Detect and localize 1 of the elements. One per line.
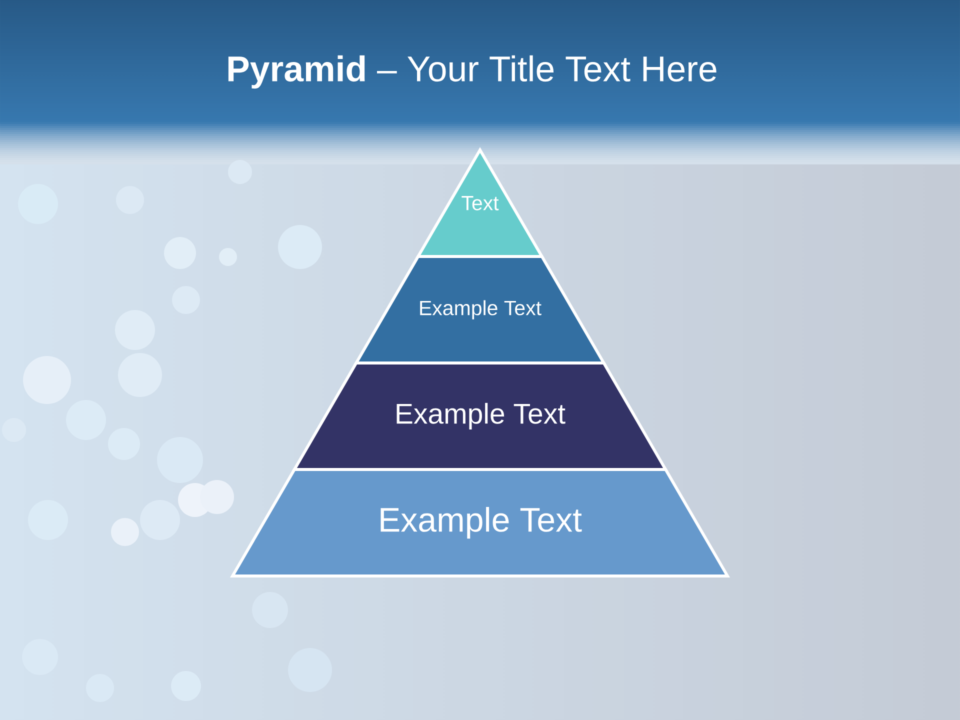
slide-title: Pyramid – Your Title Text Here [228,55,716,89]
